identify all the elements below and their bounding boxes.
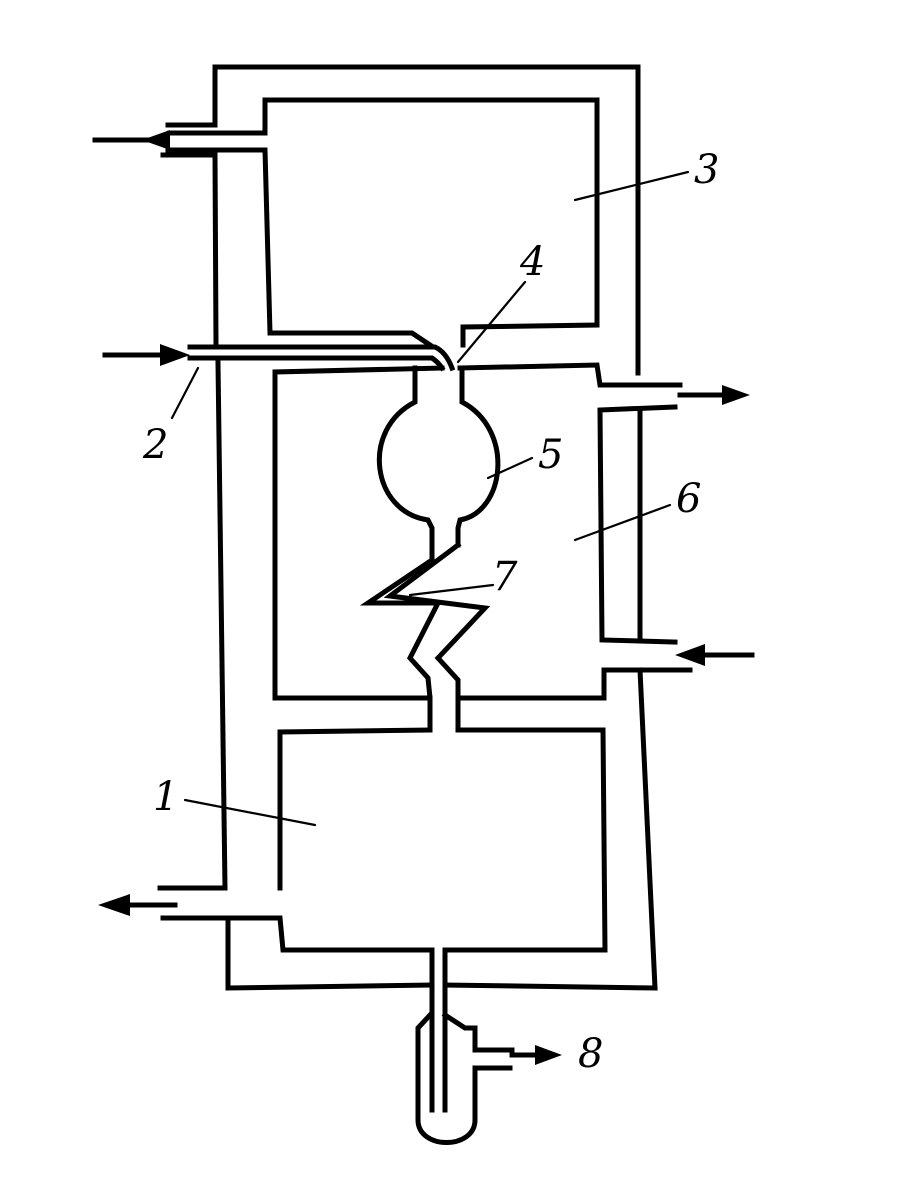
arrow-outlet-top-left	[92, 130, 170, 150]
chamber-1-right	[442, 727, 608, 1043]
chamber-6-outlet-lower	[597, 404, 678, 645]
label-8: 8	[578, 1031, 603, 1077]
chamber-6-right-wall	[457, 362, 683, 388]
label-6: 6	[676, 476, 701, 522]
chamber-3	[167, 97, 600, 348]
chamber-6-inlet-lower	[457, 667, 693, 701]
label-3: 3	[694, 147, 719, 193]
chamber-6	[272, 365, 445, 701]
arrow-inlet-6	[675, 644, 755, 666]
zigzag-tube-7	[359, 556, 443, 733]
chamber-1-bottom	[160, 915, 435, 1043]
collector-8	[415, 1011, 515, 1145]
label-4: 4	[519, 239, 545, 285]
arrow-outlet-8	[509, 1045, 562, 1065]
label-2: 2	[142, 422, 168, 468]
chamber-3-lower-wall	[165, 147, 434, 349]
label-7: 7	[492, 554, 518, 600]
label-1: 1	[153, 774, 178, 820]
arrow-outlet-bottom-left	[98, 894, 178, 916]
arrow-outlet-6	[677, 385, 750, 405]
bulb-5-right	[455, 365, 501, 548]
arrow-inlet-2	[102, 344, 190, 366]
inlet-tube-2	[187, 344, 456, 372]
outer-jacket	[157, 64, 658, 991]
bulb-5	[376, 365, 435, 563]
zigzag-tube-7-inner	[383, 541, 491, 733]
label-5: 5	[538, 432, 563, 478]
leader-lines	[170, 170, 690, 827]
chamber-1	[277, 727, 433, 891]
